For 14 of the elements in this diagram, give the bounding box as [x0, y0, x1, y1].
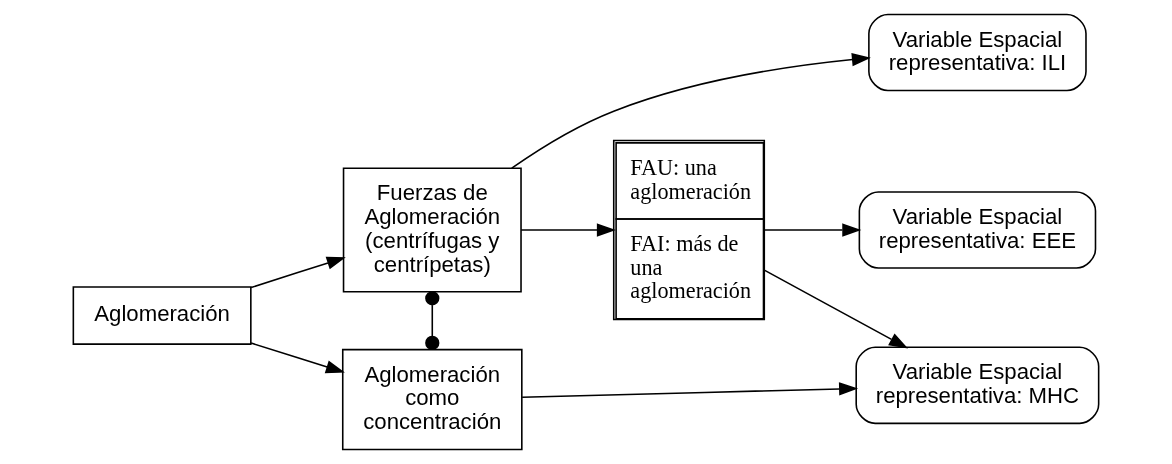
arrow: [764, 223, 862, 237]
node-box: Fuerzas de Aglomeración (centrífugas y centrípetas): [342, 167, 522, 293]
arrow: [250, 342, 345, 374]
arrow: [520, 223, 616, 237]
node-box: Variable Espacial representativa: MHC: [855, 346, 1100, 425]
node-box: Aglomeración: [72, 286, 252, 345]
arrow: [250, 256, 346, 289]
arrow: [764, 269, 909, 349]
node-box: Aglomeración como concentración: [341, 348, 523, 451]
node-box: Variable Espacial representativa: ILI: [868, 13, 1087, 92]
node-box: Variable Espacial representativa: EEE: [858, 191, 1097, 269]
connector: [425, 291, 440, 351]
arrow: [510, 52, 871, 169]
arrow: [521, 382, 859, 399]
